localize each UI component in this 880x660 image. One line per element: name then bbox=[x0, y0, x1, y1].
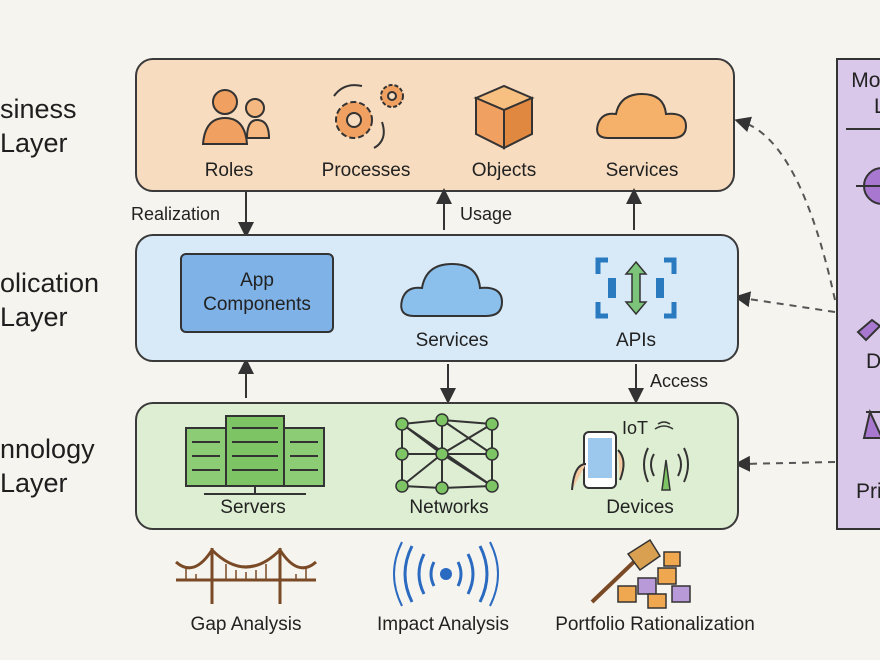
right-panel bbox=[836, 58, 880, 530]
impact-analysis-waves-icon bbox=[393, 541, 499, 607]
networks-label: Networks bbox=[409, 497, 489, 518]
application-services-label: Services bbox=[415, 330, 489, 351]
servers-label: Servers bbox=[220, 497, 286, 518]
realization-label: Realization bbox=[131, 204, 221, 224]
gap-analysis-label: Gap Analysis bbox=[190, 614, 302, 635]
business-layer-label: siness Layer bbox=[0, 94, 77, 158]
application-services-cloud-icon bbox=[400, 262, 504, 317]
processes-label: Processes bbox=[321, 160, 411, 181]
right-panel-title: Mo L bbox=[851, 69, 880, 118]
right-panel-tool-icon bbox=[856, 318, 880, 342]
right-panel-item-pri: Pri bbox=[856, 480, 880, 503]
servers-icon bbox=[185, 415, 325, 495]
right-panel-target-icon bbox=[856, 167, 880, 205]
gap-analysis-bridge-icon bbox=[175, 547, 317, 604]
right-panel-divider bbox=[846, 128, 880, 130]
impact-analysis-label: Impact Analysis bbox=[377, 614, 509, 635]
access-label: Access bbox=[650, 371, 709, 391]
portfolio-rationalization-label: Portfolio Rationalization bbox=[555, 614, 755, 635]
devices-icon bbox=[571, 421, 689, 491]
networks-icon bbox=[395, 413, 499, 495]
objects-label: Objects bbox=[471, 160, 537, 181]
right-panel-item-d: D bbox=[866, 350, 880, 373]
devices-label: Devices bbox=[606, 497, 674, 518]
iot-label: IoT bbox=[622, 418, 649, 438]
business-services-cloud-icon bbox=[596, 92, 688, 139]
roles-icon bbox=[201, 89, 271, 145]
apis-icon bbox=[595, 257, 677, 319]
right-panel-scale-icon bbox=[862, 408, 880, 439]
roles-label: Roles bbox=[204, 160, 254, 181]
portfolio-rationalization-broom-boxes-icon bbox=[590, 538, 691, 609]
app-components-label: App Components bbox=[203, 270, 311, 315]
usage-label: Usage bbox=[460, 204, 513, 224]
apis-label: APIs bbox=[615, 330, 657, 351]
app-components-box: App Components bbox=[180, 253, 334, 333]
technology-layer-label: nnology Layer bbox=[0, 434, 95, 498]
processes-gears-icon bbox=[333, 84, 404, 149]
objects-cube-icon bbox=[473, 84, 535, 150]
application-layer-label: olication Layer bbox=[0, 268, 100, 332]
business-services-label: Services bbox=[605, 160, 679, 181]
